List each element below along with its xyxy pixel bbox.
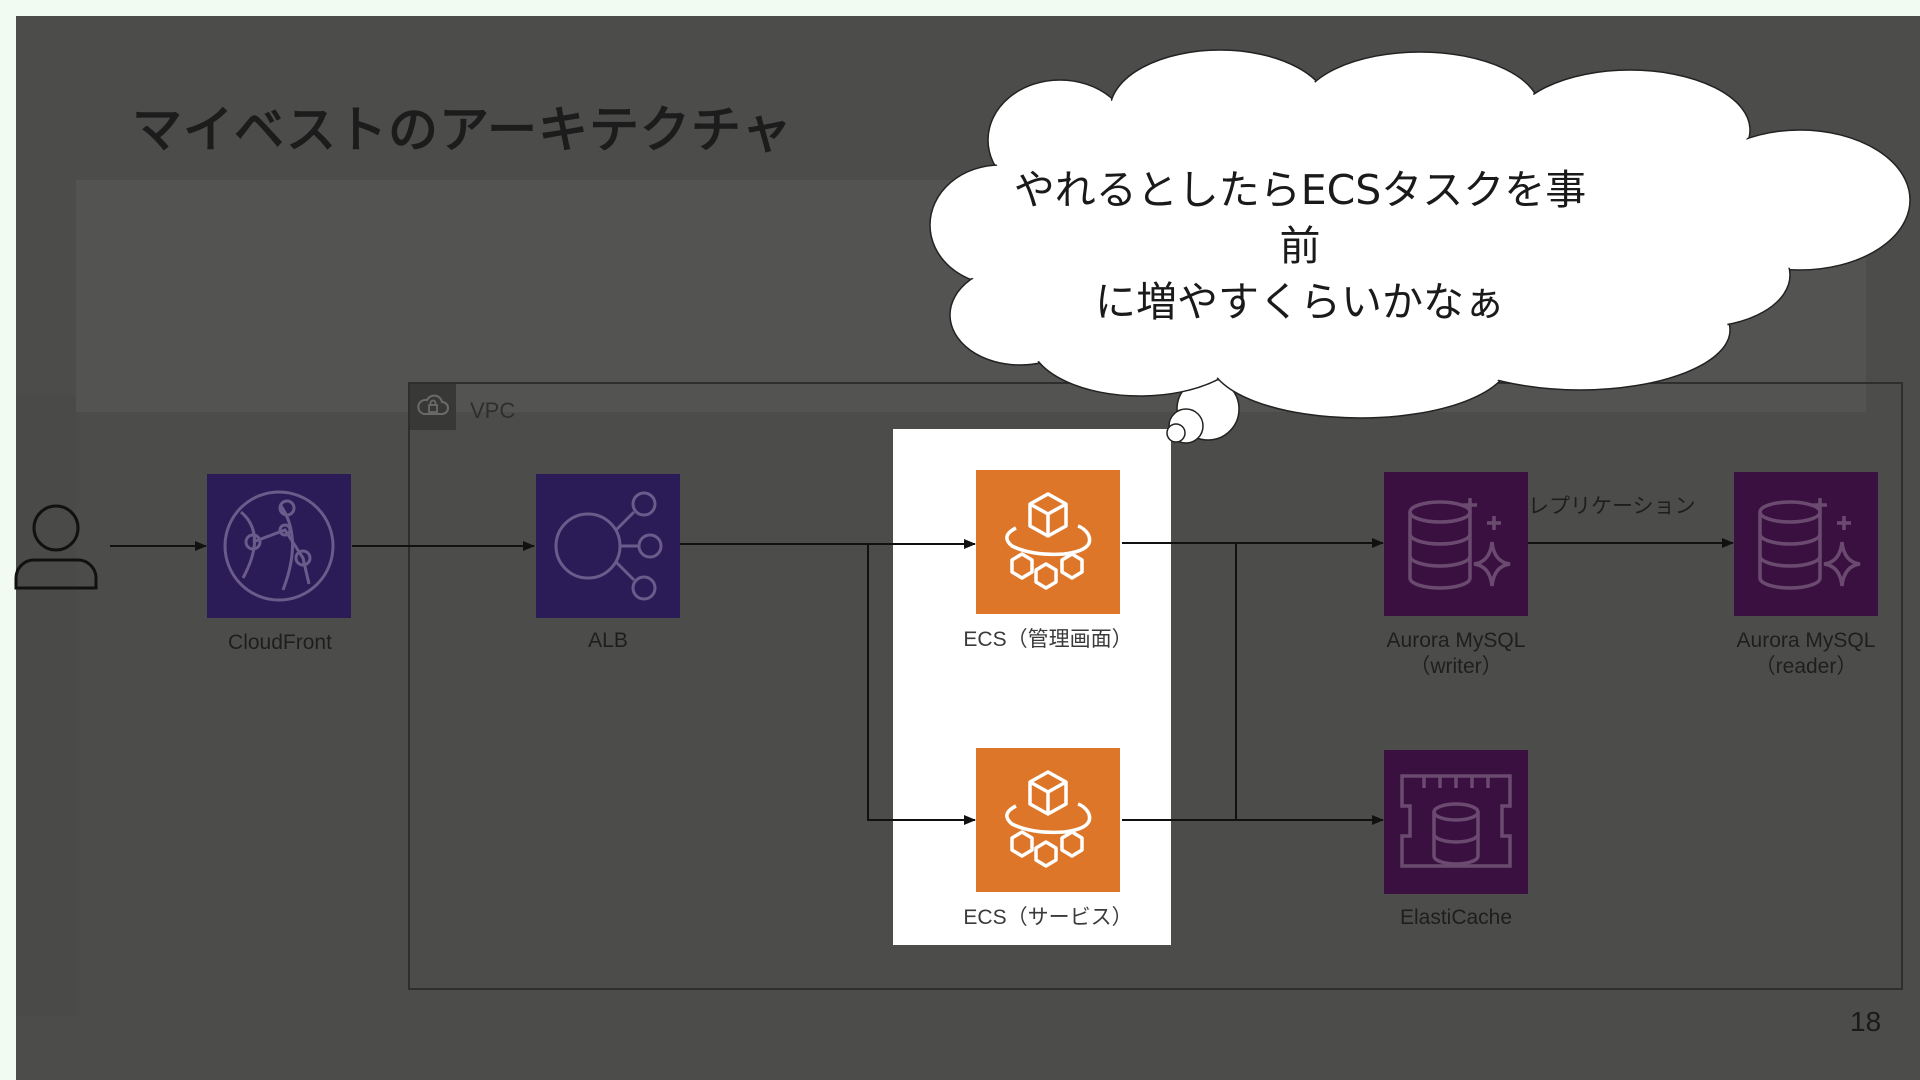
alb-label: ALB (588, 629, 628, 652)
aurora-writer-label: Aurora MySQL （writer） (1386, 629, 1526, 678)
left-strip (16, 396, 76, 1016)
arrow-alb-ecs-service (867, 544, 976, 825)
ecs-admin-icon (976, 470, 1120, 614)
ecs-admin-label: ECS（管理画面） (963, 628, 1133, 651)
elasticache-icon (1384, 750, 1528, 894)
thought-line-1: やれるとしたらECSタスクを事前 (1013, 166, 1587, 270)
aurora-reader-label: Aurora MySQL （reader） (1736, 629, 1876, 678)
slide-title: マイベストのアーキテクチャ (132, 101, 793, 159)
cloudfront-icon (207, 474, 351, 618)
thought-bubble-text: やれるとしたらECSタスクを事前 に増やすくらいかなぁ (1000, 162, 1600, 330)
page-number: 18 (1850, 1006, 1882, 1037)
vpc-cloud-icon (410, 384, 456, 430)
vpc-label: VPC (470, 398, 516, 423)
ecs-service-label: ECS（サービス） (963, 906, 1133, 929)
aurora-reader-icon (1734, 472, 1878, 616)
user-icon (14, 504, 98, 590)
elasticache-label: ElastiCache (1399, 906, 1513, 929)
ecs-service-icon (976, 748, 1120, 892)
aurora-writer-icon (1384, 472, 1528, 616)
cloudfront-label: CloudFront (228, 631, 332, 654)
replication-label: レプリケーション (1528, 495, 1696, 518)
alb-icon (536, 474, 680, 618)
thought-line-2: に増やすくらいかなぁ (1095, 278, 1505, 326)
